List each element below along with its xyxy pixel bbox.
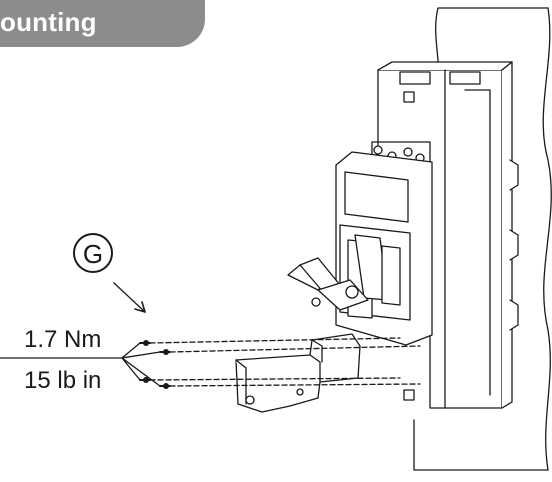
callout-g-icon: G bbox=[73, 233, 113, 273]
torque-imperial: 15 lb in bbox=[24, 367, 102, 394]
torque-metric: 1.7 Nm bbox=[24, 326, 102, 353]
handle-lever bbox=[287, 257, 369, 311]
mounting-screws bbox=[139, 337, 421, 389]
torque-leaders bbox=[0, 342, 161, 387]
mounting-bracket bbox=[235, 333, 361, 413]
callout-leader bbox=[113, 282, 146, 313]
section-title: ounting bbox=[0, 7, 97, 37]
section-header-tab: ounting bbox=[0, 0, 205, 47]
